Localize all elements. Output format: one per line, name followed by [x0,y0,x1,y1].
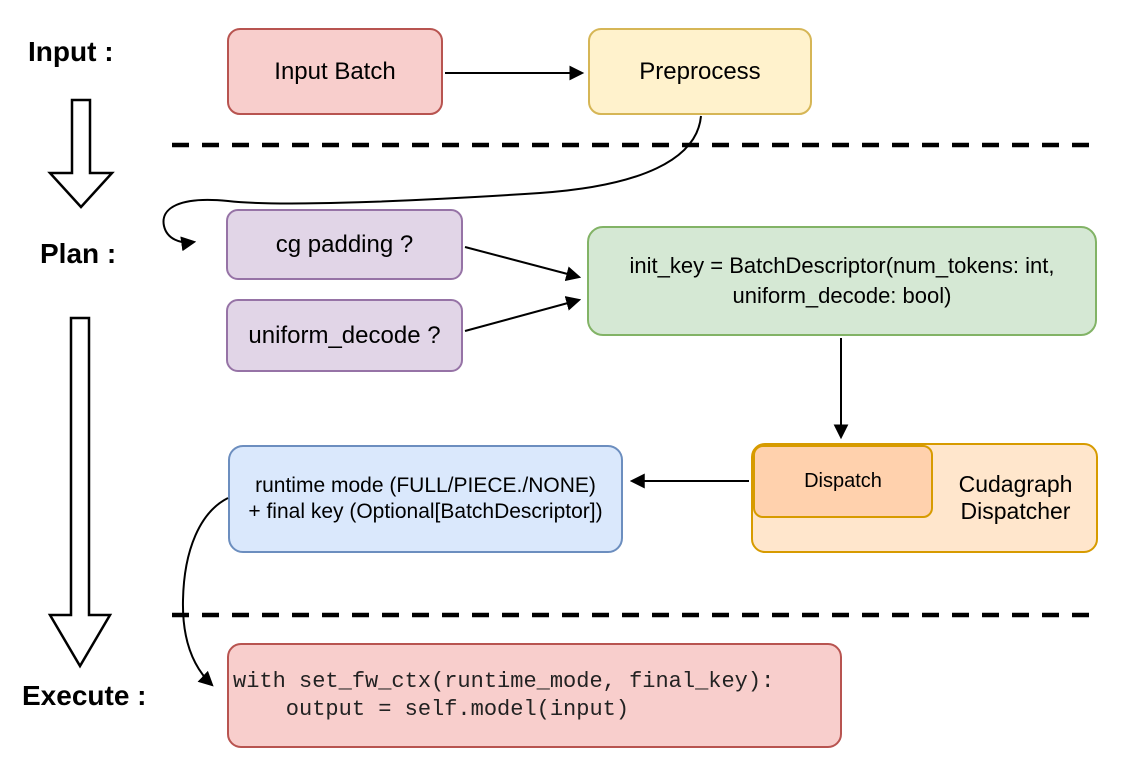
arrow-uniform-decode-to-init-key [464,296,582,332]
preprocess-label: Preprocess [639,57,761,85]
arrow-runtime-mode-to-execute-code [181,497,229,687]
execute-code-text: with set_fw_ctx(runtime_mode, final_key)… [233,668,775,722]
cg-padding-label: cg padding ? [275,230,414,258]
init-key-node: init_key = BatchDescriptor(num_tokens: i… [587,226,1097,336]
cg-padding-node: cg padding ? [226,209,463,280]
flow-arrow-input-to-plan [47,98,115,209]
execute-code-node: with set_fw_ctx(runtime_mode, final_key)… [227,643,842,748]
preprocess-node: Preprocess [588,28,812,115]
plan-section-label: Plan : [40,238,117,269]
dispatch-node: Dispatch [753,445,933,518]
runtime-mode-label: runtime mode (FULL/PIECE./NONE)+ final k… [248,473,603,523]
flow-arrow-plan-to-execute [47,316,113,669]
arrow-cg-padding-to-init-key [464,246,582,282]
uniform-decode-label: uniform_decode ? [248,321,441,349]
init-key-label: init_key = BatchDescriptor(num_tokens: i… [629,253,1055,308]
input-section-label: Input : [28,36,114,67]
input-batch-node: Input Batch [227,28,443,115]
input-batch-label: Input Batch [274,57,396,85]
uniform-decode-node: uniform_decode ? [226,299,463,372]
dispatch-label: Dispatch [804,470,882,492]
execute-section-label: Execute : [22,680,147,711]
runtime-mode-node: runtime mode (FULL/PIECE./NONE)+ final k… [228,445,623,553]
